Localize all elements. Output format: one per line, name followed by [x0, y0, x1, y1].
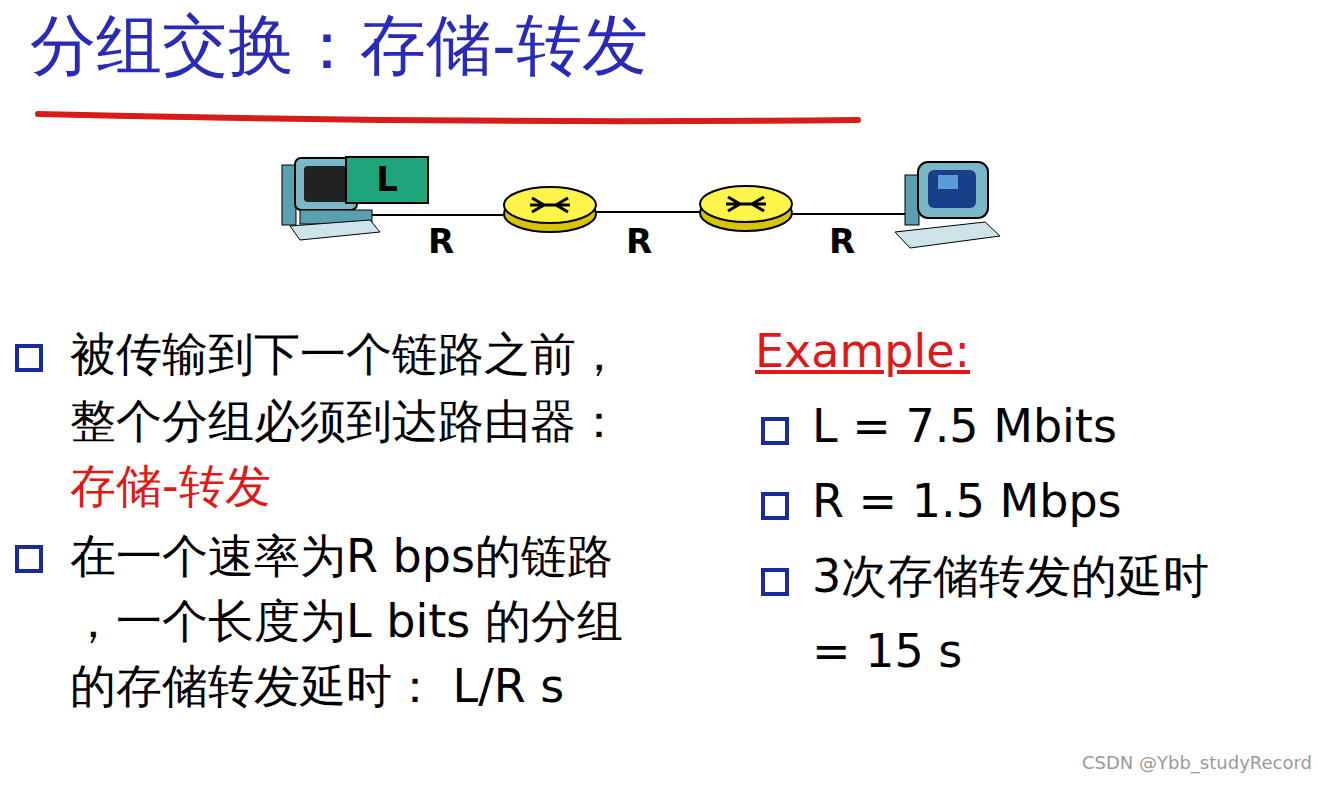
title-underline — [38, 114, 858, 121]
example-heading: Example: — [755, 325, 970, 378]
example-item: = 15 s — [812, 625, 962, 678]
link — [370, 214, 505, 216]
computer-icon — [895, 162, 1000, 248]
packet-label: L — [376, 161, 398, 198]
bullet-text: 的存储转发延时： L/R s — [70, 660, 564, 713]
example-item: L = 7.5 Mbits — [812, 400, 1117, 453]
link-rate: R — [428, 222, 454, 261]
bullet-text: 整个分组必须到达路由器： — [70, 395, 622, 448]
title: 分组交换：存储-转发 — [30, 8, 648, 84]
example-item: R = 1.5 Mbps — [812, 475, 1122, 528]
example-item: 3次存储转发的延时 — [812, 550, 1209, 603]
link-rate: R — [626, 222, 652, 261]
bullet-text: 被传输到下一个链路之前， — [70, 328, 622, 381]
bullet-text: ，一个长度为L bits 的分组 — [70, 595, 623, 648]
bullet-square — [17, 346, 787, 594]
link-rate: R — [829, 222, 855, 261]
highlight-text: 存储-转发 — [70, 460, 271, 513]
router-icon — [700, 186, 792, 231]
bullet-text: 在一个速率为R bps的链路 — [70, 530, 613, 583]
packet-box: L — [345, 156, 429, 204]
watermark: CSDN @Ybb_studyRecord — [1082, 753, 1312, 774]
link — [792, 213, 905, 215]
router-icon — [504, 187, 596, 232]
link — [596, 211, 700, 213]
